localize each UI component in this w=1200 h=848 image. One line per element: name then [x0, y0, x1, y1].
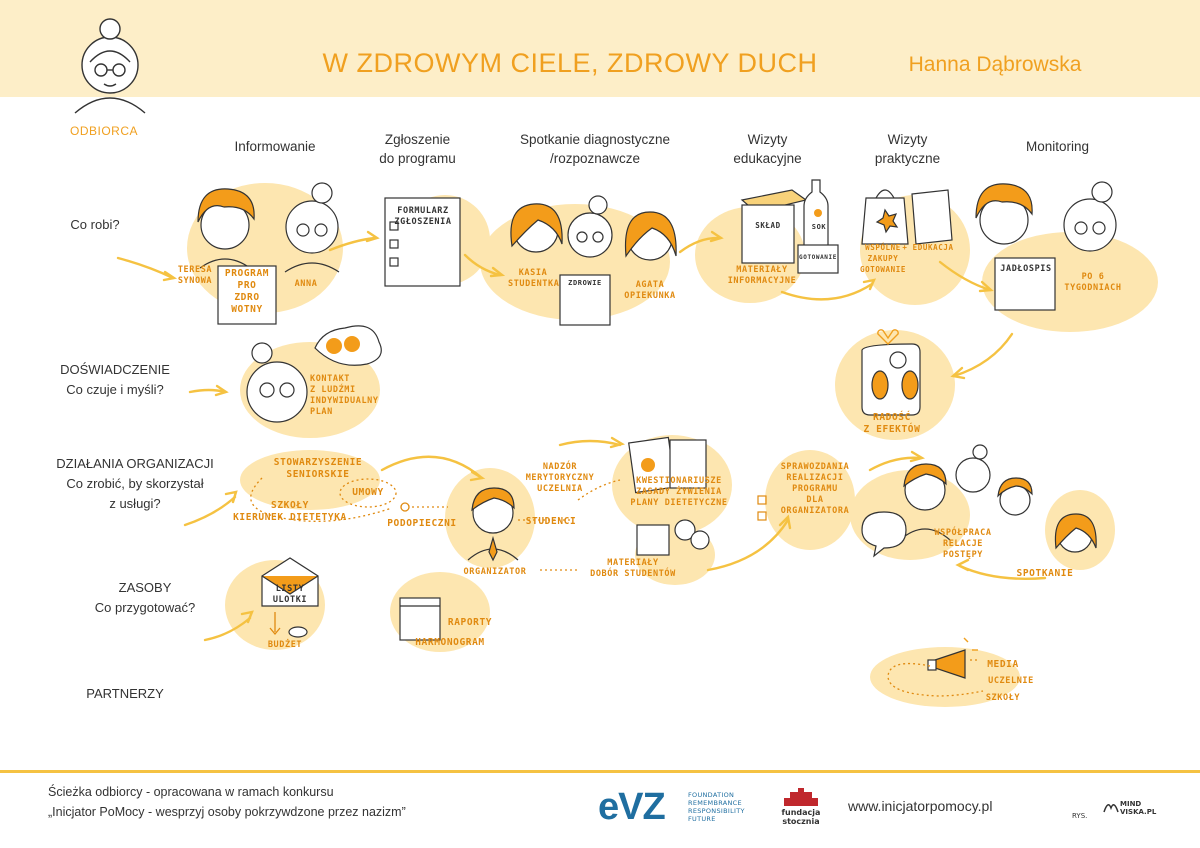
caption-organizator: ORGANIZATOR	[463, 567, 527, 577]
caption-wspolne: WSPÓLNE ZAKUPY GOTOWANIE	[859, 243, 907, 274]
caption-anna: ANNA	[294, 279, 318, 289]
caption-spotkanie: SPOTKANIE	[1016, 568, 1074, 579]
caption-budzet: BUDŻET	[267, 640, 303, 650]
caption-kontakt: KONTAKT Z LUDŹMI INDYWIDUALNY PLAN	[310, 374, 379, 417]
caption-media: MEDIA	[987, 659, 1019, 670]
row-partnerzy: PARTNERZY	[86, 686, 164, 701]
author-name: Hanna Dąbrowska	[908, 53, 1082, 76]
caption-wspolpraca: WSPÓŁPRACA RELACJE POSTĘPY	[934, 528, 992, 560]
website-url[interactable]: www.inicjatorpomocy.pl	[848, 798, 993, 814]
row-dzialania-organizacji: DZIAŁANIA ORGANIZACJI Co zrobić, by skor…	[56, 456, 214, 511]
caption-studenci: STUDENCI	[525, 516, 577, 527]
stage-spotkanie: Spotkanie diagnostyczne /rozpoznawcze	[519, 132, 671, 166]
stage-wizyty-edukacyjne: Wizyty edukacyjne	[733, 132, 802, 166]
caption-kwestionariusze: KWESTIONARIUSZE ZASADY ŻYWIENIA PLANY DI…	[630, 476, 728, 508]
stage-informowanie: Informowanie	[234, 139, 316, 154]
footer-divider	[0, 770, 1200, 773]
stage-wizyty-praktyczne: Wizyty praktyczne	[874, 132, 941, 166]
caption-agata: AGATA OPIEKUNKA	[624, 280, 676, 301]
caption-materialy: MATERIAŁY INFORMACYJNE	[727, 265, 797, 286]
caption-szkoly: SZKOŁY	[985, 693, 1021, 703]
caption-po-6-tygodniach: PO 6 TYGODNIACH	[1064, 272, 1122, 293]
row-zasoby: ZASOBY Co przygotować?	[94, 580, 196, 615]
caption-uczelnie: UCZELNIE	[988, 676, 1034, 686]
caption-szkoly-kierunek: SZKOŁY KIERUNEK DIETETYKA	[233, 500, 347, 523]
diagram-title: W ZDROWYM CIELE, ZDROWY DUCH	[322, 48, 818, 78]
caption-zdrowie: ZDROWIE	[568, 279, 602, 287]
row-co-robi: Co robi?	[70, 217, 120, 232]
footer-text: Ścieżka odbiorcy - opracowana w ramach k…	[48, 785, 406, 819]
row-doswiadczenie: DOŚWIADCZENIE Co czuje i myśli?	[60, 362, 170, 397]
mindviska-text: MIND VISKA.PL	[1120, 800, 1157, 816]
caption-nadzor: NADZÓR MERYTORYCZNY UCZELNIA	[525, 462, 595, 494]
persona-label: ODBIORCA	[70, 124, 139, 138]
caption-gotowanie-box: GOTOWANIE	[799, 254, 837, 261]
evz-logo: eVZ	[598, 786, 666, 828]
caption-harmonogram: HARMONOGRAM	[415, 637, 485, 648]
caption-sok: SOK	[811, 223, 827, 231]
caption-radosc: RADOŚĆ Z EFEKTÓW	[863, 412, 921, 435]
caption-jadlospis: JADŁOSPIS	[1000, 264, 1052, 274]
caption-edukacja: + EDUKACJA	[902, 243, 954, 252]
mindviska-logo-icon	[1103, 804, 1119, 813]
caption-formularz: FORMULARZ ZGŁOSZENIA	[394, 206, 452, 227]
caption-program: PROGRAM PRO ZDRO WOTNY	[224, 268, 270, 315]
caption-kasia: KASIA STUDENTKA	[508, 268, 560, 289]
caption-teresa: TERESA SYNOWA	[177, 265, 213, 286]
stage-zgloszenie: Zgłoszenie do programu	[379, 132, 456, 166]
caption-stowarzyszenie: STOWARZYSZENIE SENIORSKIE	[273, 457, 363, 480]
caption-materialy-dobor: MATERIAŁY DOBÓR STUDENTÓW	[590, 558, 676, 579]
header-band	[0, 0, 1200, 97]
stage-monitoring: Monitoring	[1025, 139, 1090, 154]
caption-sprawozdania: SPRAWOZDANIA REALIZACJI PROGRAMU DLA ORG…	[780, 462, 850, 516]
illustrator-credit: RYS.	[1072, 812, 1088, 820]
fundacja-stocznia-text: fundacja stocznia	[781, 808, 821, 826]
fundacja-stocznia-logo-icon	[784, 788, 818, 806]
caption-raporty: RAPORTY	[447, 617, 493, 628]
caption-listy: LISTY ULOTKI	[272, 584, 308, 605]
caption-sklad: SKŁAD	[755, 221, 781, 230]
caption-podopieczni: PODOPIECZNI	[387, 518, 457, 529]
evz-subtitle: FOUNDATION REMEMBRANCE RESPONSIBILITY FU…	[688, 791, 745, 823]
caption-umowy: UMOWY	[352, 487, 384, 498]
